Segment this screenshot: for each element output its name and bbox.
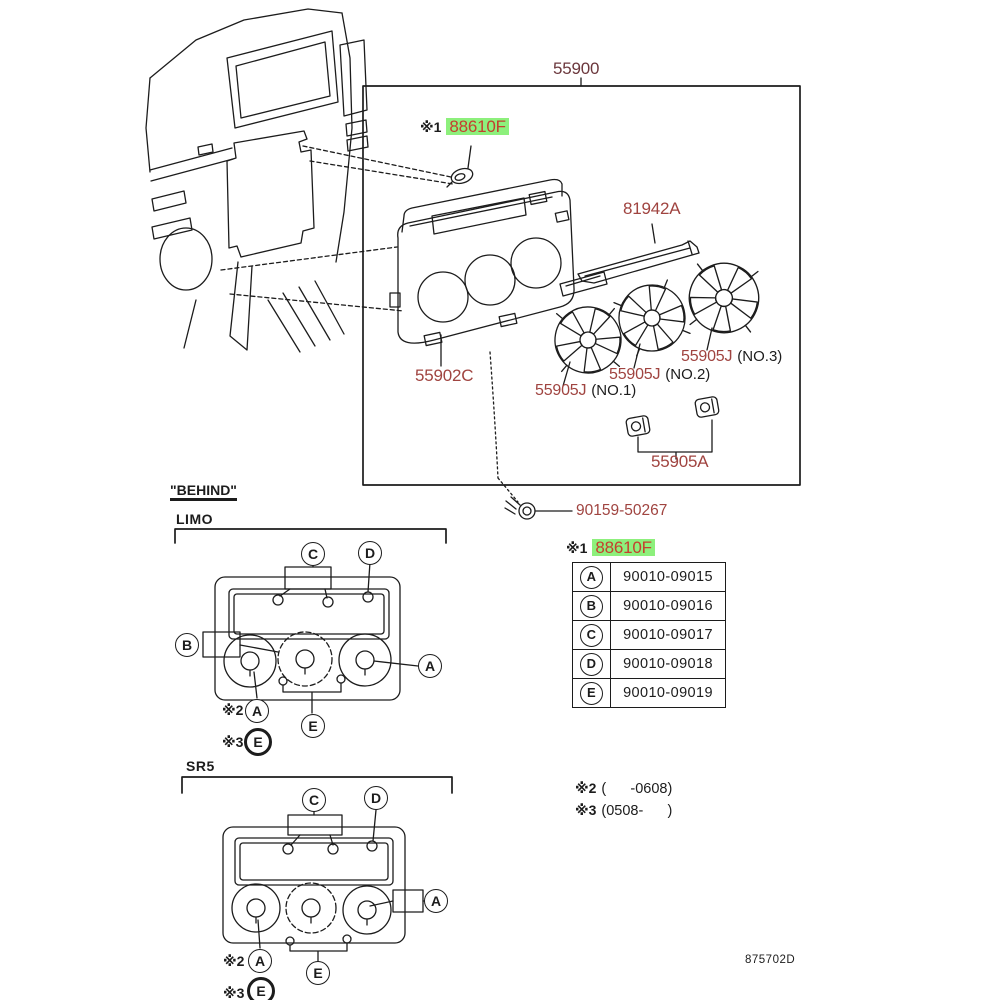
knob3-position: (NO.3) <box>737 348 783 365</box>
sr5-callout-a-note: A <box>248 949 272 973</box>
screw-part-label: 90159-50267 <box>576 502 668 519</box>
knob2-position: (NO.2) <box>665 366 711 383</box>
knob-no2 <box>611 277 693 359</box>
garnish-drawing <box>559 223 700 297</box>
date-note-3-mark: ※3 <box>575 802 597 818</box>
ref-mark-1b: ※1 <box>566 540 588 556</box>
knob-leaders <box>562 327 713 387</box>
limo-callout-e-note: E <box>244 728 272 756</box>
figure-code: 875702D <box>745 954 796 966</box>
sr5-callout-d: D <box>364 786 388 810</box>
assembly-number-label: 55900 <box>553 59 600 78</box>
sr5-bracket <box>181 776 453 794</box>
sr5-note2-mark: ※2 <box>223 953 245 969</box>
limo-callout-b: B <box>175 633 199 657</box>
sr5-callout-c: C <box>302 788 326 812</box>
bulb-sockets <box>624 395 721 460</box>
knob-no3 <box>674 248 774 348</box>
faceplate-number-label: 55902C <box>415 366 474 385</box>
row-part-number: 90010-09018 <box>610 649 726 679</box>
table-row: B 90010-09016 <box>572 591 726 621</box>
sr5-callout-e: E <box>306 961 330 985</box>
row-letter-badge: E <box>580 681 603 705</box>
dotted-leader-to-screw <box>489 351 519 503</box>
screw-marker-callout: ※1 88610F <box>420 118 509 135</box>
row-letter-badge: A <box>580 565 603 589</box>
faceplate-drawing <box>389 178 575 367</box>
date-note-2: ※2 ( -0608) <box>575 781 672 797</box>
screw-bottom-icon <box>504 496 573 520</box>
limo-callout-a-right: A <box>418 654 442 678</box>
limo-panel-drawing <box>202 561 419 714</box>
knob1-position: (NO.1) <box>591 382 637 399</box>
row-letter-badge: D <box>580 652 603 676</box>
limo-callout-c: C <box>301 542 325 566</box>
date-note-3: ※3 (0508- ) <box>575 803 672 819</box>
main-assembly-box <box>362 77 801 486</box>
row-letter-badge: C <box>580 623 603 647</box>
garnish-number-label: 81942A <box>623 199 681 218</box>
knob2-part: 55905J <box>609 366 661 383</box>
row-letter-badge: B <box>580 594 603 618</box>
sr5-callout-a-right: A <box>424 889 448 913</box>
knob3-part: 55905J <box>681 348 733 365</box>
bulb-table-title: ※1 88610F <box>566 539 655 556</box>
row-part-number: 90010-09015 <box>610 562 726 592</box>
knob3-label: 55905J (NO.3) <box>681 349 782 365</box>
knob1-part: 55905J <box>535 382 587 399</box>
row-part-number: 90010-09017 <box>610 620 726 650</box>
limo-note3-mark: ※3 <box>222 734 244 750</box>
limo-note2-mark: ※2 <box>222 702 244 718</box>
limo-callout-e: E <box>301 714 325 738</box>
limo-callout-d: D <box>358 541 382 565</box>
table-row: D 90010-09018 <box>572 649 726 679</box>
table-row: A 90010-09015 <box>572 562 726 592</box>
dashboard-sketch <box>145 8 369 353</box>
screw-top-icon <box>446 145 474 188</box>
ref-mark-1: ※1 <box>420 119 442 135</box>
date-note-2-range: ( -0608) <box>601 781 673 797</box>
behind-heading: "BEHIND" <box>170 483 237 501</box>
bulb-part-table: A 90010-09015 B 90010-09016 C 90010-0901… <box>572 562 726 708</box>
grade-label-sr5: SR5 <box>186 758 215 774</box>
bulb-socket-number-label: 55905A <box>651 452 709 471</box>
dashed-leaders <box>220 145 454 312</box>
limo-bracket <box>174 528 447 544</box>
table-row: E 90010-09019 <box>572 678 726 708</box>
screw-part-number-highlighted: 88610F <box>446 118 509 135</box>
date-note-3-range: (0508- ) <box>601 803 673 819</box>
sr5-note3-mark: ※3 <box>223 985 245 1000</box>
row-part-number: 90010-09016 <box>610 591 726 621</box>
table-row: C 90010-09017 <box>572 620 726 650</box>
limo-callout-a-note: A <box>245 699 269 723</box>
row-part-number: 90010-09019 <box>610 678 726 708</box>
date-note-2-mark: ※2 <box>575 780 597 796</box>
knob2-label: 55905J (NO.2) <box>609 367 710 383</box>
knob1-label: 55905J (NO.1) <box>535 383 636 399</box>
sr5-callout-e-note: E <box>247 977 275 1000</box>
sr5-panel-drawing <box>222 809 425 962</box>
grade-label-limo: LIMO <box>176 511 213 527</box>
bulb-table-part-highlighted: 88610F <box>592 539 655 556</box>
